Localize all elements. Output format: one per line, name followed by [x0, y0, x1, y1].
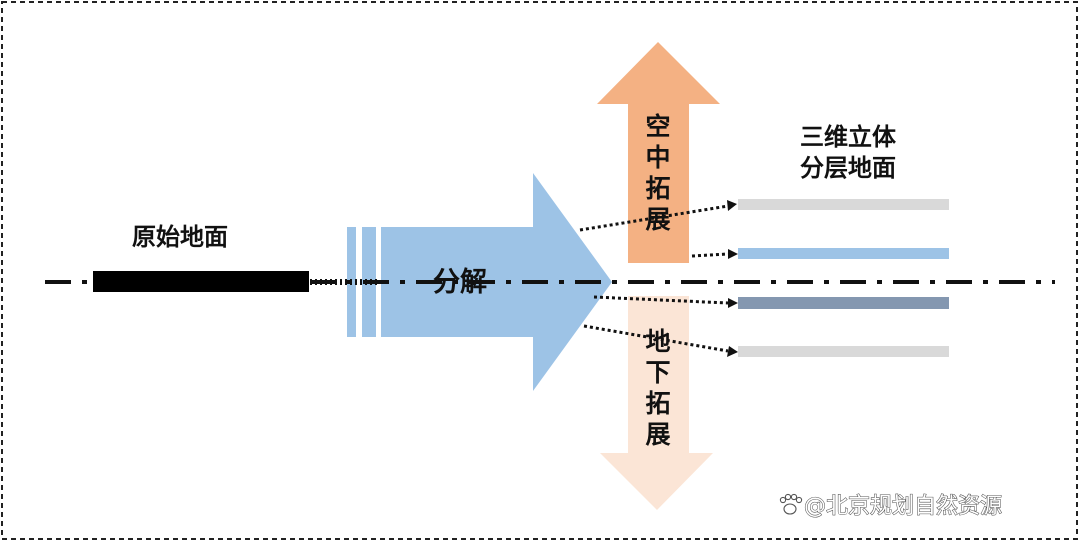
watermark-text: @北京规划自然资源 [804, 494, 1002, 519]
decompose-arrow [381, 173, 612, 391]
down-arrow [600, 296, 713, 510]
layer-surface-4 [738, 346, 949, 357]
layered-ground-label-line1: 三维立体 [800, 123, 897, 151]
layer-surface-2 [738, 248, 949, 259]
watermark: @北京规划自然资源 [779, 493, 1003, 520]
underground-expansion-label: 地下拓展 [645, 327, 670, 449]
layer-surface-3 [738, 297, 949, 309]
pointer-heads [727, 200, 738, 357]
original-ground-bar [93, 271, 309, 292]
original-ground-label: 原始地面 [132, 223, 228, 251]
layer-surface-1 [738, 199, 949, 210]
paw-icon [779, 493, 803, 515]
layer-pointers [579, 204, 729, 353]
decompose-label: 分解 [433, 267, 487, 298]
up-arrow [597, 42, 720, 263]
layered-ground-label-line2: 分层地面 [800, 154, 896, 182]
aerial-expansion-label: 空中拓展 [645, 112, 670, 234]
